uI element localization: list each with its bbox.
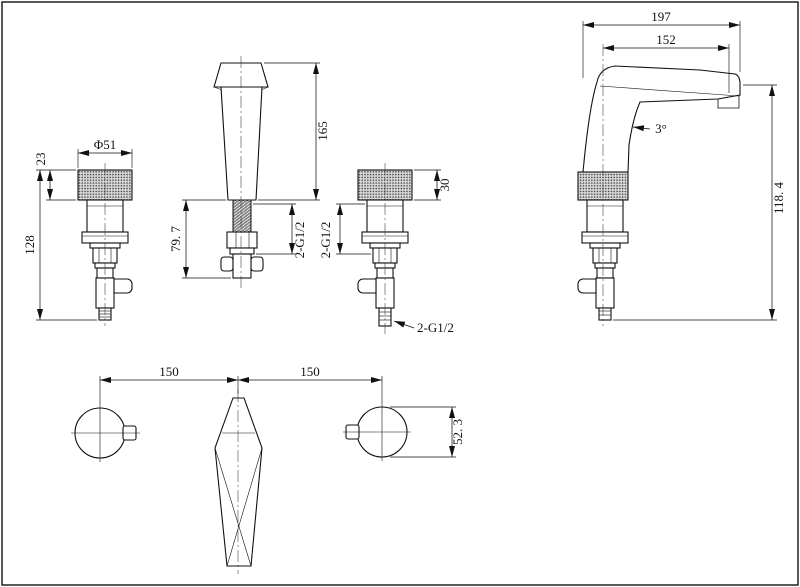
dim-angle-3-label: 3°	[655, 121, 667, 136]
view-plan	[71, 390, 411, 574]
dim-group-left-handle: Φ51 23 128	[22, 137, 133, 321]
dim-thread-right-side-label: 2-G1/2	[318, 222, 333, 259]
view-side-spout	[577, 44, 741, 326]
dim-group-side-spout: 197 152 3° 118. 4	[582, 9, 786, 321]
dim-thread-center-label: 2-G1/2	[292, 222, 307, 259]
dim-150-right-label: 150	[300, 364, 320, 379]
handle-side-nub	[357, 278, 377, 294]
dim-79-7-label: 79. 7	[168, 226, 183, 253]
view-front-right-handle	[357, 163, 413, 334]
dim-152-label: 152	[656, 32, 676, 47]
dim-128-label: 128	[22, 235, 37, 255]
spout-aerator	[717, 95, 740, 109]
dim-52-3-label: 52. 3	[450, 419, 465, 445]
dim-165-label: 165	[315, 121, 330, 141]
plan-spout-body	[214, 397, 263, 567]
dim-thread-right-bottom-label: 2-G1/2	[417, 320, 454, 335]
dim-30-label: 30	[437, 179, 452, 192]
dim-group-right-handle: 30 2-G1/2 2-G1/2	[318, 169, 454, 335]
spout-slope-line	[599, 85, 740, 97]
view-front-spout	[213, 56, 269, 288]
dim-118-4-label: 118. 4	[771, 181, 786, 214]
dim-150-left-label: 150	[159, 364, 179, 379]
dim-group-spout-front: 165 79. 7 2-G1/2	[168, 62, 330, 279]
shank-side-nub	[577, 278, 597, 294]
dim-group-plan: 150 150 52. 3	[99, 364, 465, 458]
spout-thread-shank	[232, 199, 252, 233]
dim-197-label: 197	[651, 9, 671, 24]
dim-phi51-label: Φ51	[94, 137, 117, 152]
handle-side-nub	[113, 278, 133, 294]
dim-23-label: 23	[33, 153, 48, 166]
view-front-left-handle	[77, 163, 133, 326]
